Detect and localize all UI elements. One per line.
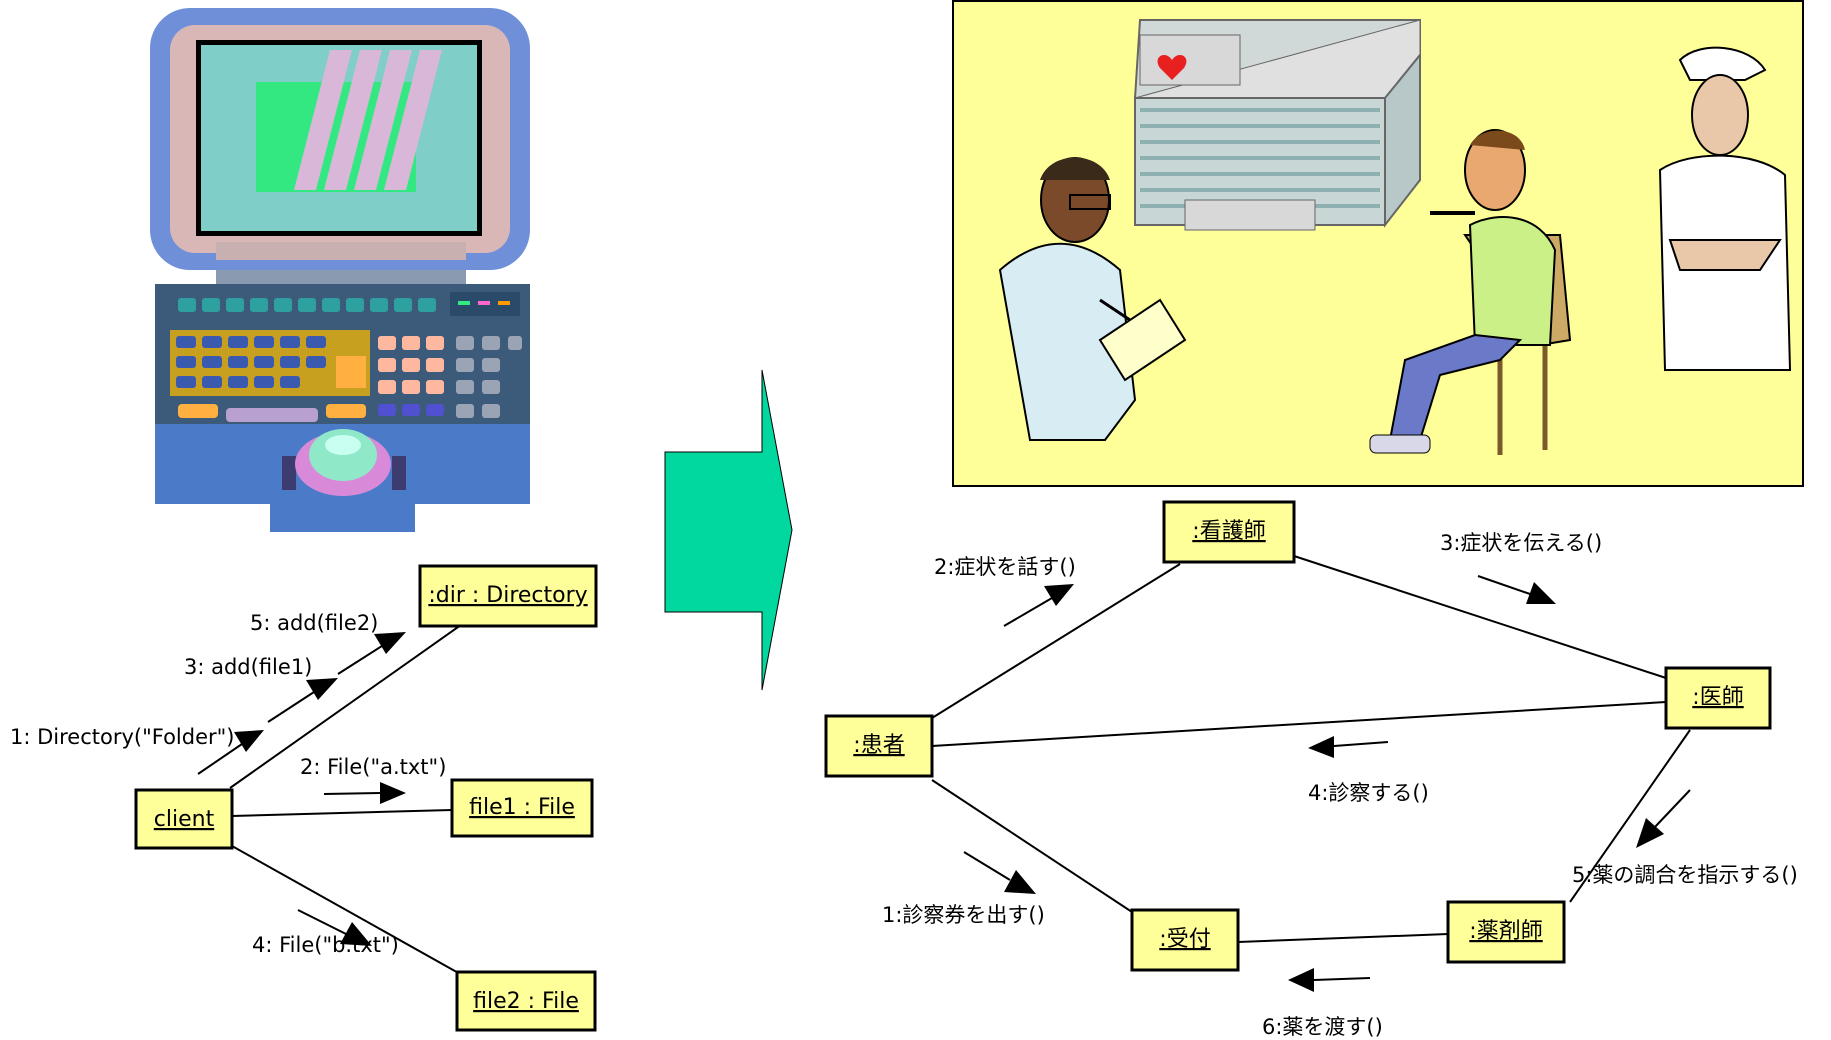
- function-keys: [178, 298, 436, 312]
- message-arrow-r6: [1288, 968, 1371, 992]
- stand: [216, 270, 466, 284]
- computer-illustration: [150, 8, 530, 532]
- vent: [216, 242, 466, 260]
- link-patient-nurse: [931, 563, 1181, 719]
- object-doctor-label: :医師: [1692, 685, 1743, 710]
- patient-figure: [1369, 129, 1572, 455]
- screen-stripes: [294, 50, 442, 190]
- message-arrow-r1: [963, 851, 1036, 894]
- message-label-3: 3: add(file1): [184, 655, 312, 679]
- object-dir-label: :dir : Directory: [428, 583, 587, 608]
- object-patient-label: :患者: [853, 733, 904, 758]
- message-label-r1: 1:診察券を出す(): [882, 903, 1045, 927]
- object-file1[interactable]: file1 : File: [450, 778, 594, 838]
- message-arrow-r3: [1477, 575, 1556, 604]
- message-label-r5: 5:薬の調合を指示する(): [1572, 863, 1798, 887]
- link-patient-reception: [931, 779, 1133, 913]
- object-file2-label: file2 : File: [473, 989, 579, 1014]
- object-file2[interactable]: file2 : File: [455, 970, 597, 1032]
- object-pharmacist[interactable]: :薬剤師: [1446, 900, 1566, 964]
- link-patient-doctor: [931, 701, 1667, 747]
- heart-icon: [1157, 54, 1187, 80]
- message-arrow-r2: [1003, 584, 1074, 627]
- message-label-r6: 6:薬を渡す(): [1262, 1015, 1383, 1039]
- link-nurse-doctor: [1293, 555, 1667, 679]
- message-arrow-2: [323, 782, 406, 804]
- side-keys: [456, 336, 522, 418]
- doctor-figure: [998, 157, 1187, 441]
- number-keys: [378, 336, 444, 394]
- message-label-5: 5: add(file2): [250, 611, 378, 635]
- right-collaboration-diagram: :看護師 :患者 :医師 :受付 :薬剤師: [824, 500, 1798, 1039]
- object-nurse[interactable]: :看護師: [1162, 500, 1296, 564]
- nurse-figure: [1658, 46, 1792, 371]
- object-client-label: client: [154, 807, 215, 832]
- object-patient[interactable]: :患者: [824, 714, 934, 778]
- hospital-building: [1134, 19, 1421, 231]
- link-client-file2: [231, 845, 463, 976]
- object-file1-label: file1 : File: [469, 795, 575, 820]
- message-arrow-r4: [1308, 736, 1389, 758]
- object-doctor[interactable]: :医師: [1664, 666, 1772, 730]
- message-arrow-3: [267, 678, 338, 723]
- link-client-file1: [231, 809, 453, 817]
- message-label-4: 4: File("b.txt"): [252, 933, 399, 957]
- link-client-dir: [229, 619, 469, 789]
- message-label-r2: 2:症状を話す(): [934, 555, 1076, 579]
- object-client[interactable]: client: [134, 788, 234, 850]
- object-dir[interactable]: :dir : Directory: [418, 564, 598, 628]
- link-pharmacist-reception: [1237, 933, 1449, 943]
- message-arrow-r5: [1636, 789, 1691, 848]
- object-reception-label: :受付: [1159, 927, 1210, 952]
- message-label-2: 2: File("a.txt"): [300, 755, 446, 779]
- message-label-r4: 4:診察する(): [1308, 781, 1429, 805]
- object-reception[interactable]: :受付: [1130, 908, 1240, 972]
- hospital-scene-illustration: [952, 0, 1804, 487]
- object-pharmacist-label: :薬剤師: [1469, 919, 1542, 944]
- message-arrow-5: [337, 632, 406, 675]
- left-collaboration-diagram: :dir : Directory file1 : File file2 : Fi…: [10, 564, 598, 1032]
- link-doctor-pharmacist: [1569, 729, 1691, 903]
- message-label-r3: 3:症状を伝える(): [1440, 531, 1602, 555]
- message-arrow-1: [197, 730, 264, 775]
- message-arrow-4: [297, 909, 372, 946]
- right-arrow-icon: [664, 369, 793, 691]
- message-label-1: 1: Directory("Folder"): [10, 725, 235, 749]
- object-nurse-label: :看護師: [1192, 519, 1265, 544]
